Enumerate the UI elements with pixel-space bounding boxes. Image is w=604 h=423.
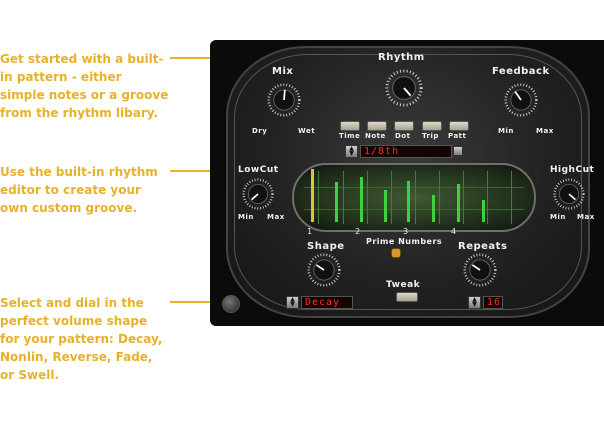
rhythm-stepper[interactable]: ▲▼ — [345, 145, 358, 158]
prime-numbers-lock-icon[interactable] — [391, 248, 401, 258]
editor-gridline — [367, 171, 368, 224]
feedback-min-label: Min — [498, 127, 514, 135]
highcut-max-label: Max — [577, 213, 595, 221]
highcut-knob[interactable] — [553, 178, 585, 210]
prime-numbers-label: Prime Numbers — [366, 237, 443, 246]
editor-gridline — [391, 171, 392, 224]
editor-step-bar[interactable] — [407, 181, 410, 222]
repeats-value-display: 16 — [483, 296, 503, 309]
editor-gridline — [415, 171, 416, 224]
highcut-label: HighCut — [550, 165, 595, 175]
rhythm-value-display: 1/8th — [360, 145, 452, 158]
lowcut-min-label: Min — [238, 213, 254, 221]
plugin-panel: Rhythm Mix Dry Wet Feedback Min Max Time… — [210, 40, 604, 326]
note-button[interactable] — [367, 121, 387, 131]
feedback-max-label: Max — [536, 127, 554, 135]
callout-editor: Use the built-in rhythm editor to create… — [0, 165, 158, 215]
patt-button-label: Patt — [448, 132, 467, 140]
tweak-label: Tweak — [386, 280, 421, 290]
repeats-stepper[interactable]: ▲▼ — [468, 296, 481, 309]
mix-knob[interactable] — [267, 83, 301, 117]
repeats-label: Repeats — [458, 241, 508, 252]
beat-number-4: 4 — [451, 227, 457, 236]
editor-step-bar[interactable] — [384, 190, 387, 222]
lowcut-knob[interactable] — [242, 178, 274, 210]
editor-gridline — [304, 209, 524, 210]
editor-step-bar[interactable] — [311, 169, 314, 222]
note-button-label: Note — [365, 132, 386, 140]
trip-button-label: Trip — [422, 132, 439, 140]
mix-min-label: Dry — [252, 127, 268, 135]
editor-gridline — [304, 187, 524, 188]
dot-button-label: Dot — [395, 132, 411, 140]
callout-pattern: Get started with a built-in pattern - ei… — [0, 52, 169, 120]
shape-knob[interactable] — [307, 253, 341, 287]
editor-step-bar[interactable] — [482, 200, 485, 222]
editor-gridline — [343, 171, 344, 224]
editor-step-bar[interactable] — [457, 184, 460, 222]
mix-max-label: Wet — [298, 127, 316, 135]
editor-step-bar[interactable] — [432, 195, 435, 222]
rhythm-dropdown-arrow[interactable] — [453, 146, 463, 156]
editor-gridline — [511, 171, 512, 224]
highcut-min-label: Min — [550, 213, 566, 221]
trip-button[interactable] — [422, 121, 442, 131]
beat-number-3: 3 — [403, 227, 409, 236]
callout-shape: Select and dial in the perfect volume sh… — [0, 296, 163, 382]
beat-number-1: 1 — [307, 227, 313, 236]
lowcut-max-label: Max — [267, 213, 285, 221]
lowcut-label: LowCut — [238, 165, 279, 175]
rhythm-editor[interactable] — [292, 163, 536, 232]
editor-gridline — [463, 171, 464, 224]
editor-gridline — [487, 171, 488, 224]
dot-button[interactable] — [394, 121, 414, 131]
editor-step-bar[interactable] — [335, 182, 338, 222]
editor-gridline — [318, 171, 319, 224]
shape-value-display: Decay — [301, 296, 353, 309]
editor-gridline — [439, 171, 440, 224]
time-button[interactable] — [340, 121, 360, 131]
feedback-knob[interactable] — [504, 83, 538, 117]
rhythm-label: Rhythm — [378, 52, 425, 63]
shape-stepper[interactable]: ▲▼ — [286, 296, 299, 309]
beat-number-2: 2 — [355, 227, 361, 236]
time-button-label: Time — [339, 132, 361, 140]
patt-button[interactable] — [449, 121, 469, 131]
feedback-label: Feedback — [492, 66, 550, 77]
rhythm-knob[interactable] — [385, 69, 423, 107]
shell-rim — [234, 54, 582, 310]
shape-label: Shape — [307, 241, 345, 252]
repeats-knob[interactable] — [463, 253, 497, 287]
mix-label: Mix — [272, 66, 294, 77]
corner-knob[interactable] — [222, 295, 240, 313]
editor-step-bar[interactable] — [360, 177, 363, 222]
tweak-button[interactable] — [396, 292, 418, 302]
